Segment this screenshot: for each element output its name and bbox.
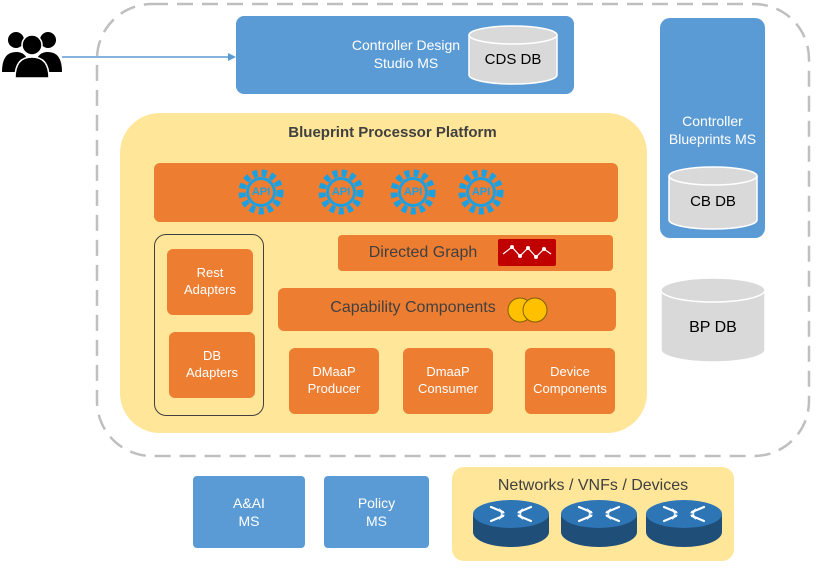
cds-ms-label: Controller Design Studio MS — [351, 36, 461, 71]
api-gear-label-3: API — [403, 186, 423, 198]
networks-label: Networks / VNFs / Devices — [497, 477, 689, 494]
blueprints-ms-box: Controller Blueprints MS CB DB — [660, 18, 765, 238]
api-gear-icon-4 — [458, 169, 504, 215]
dmaap-consumer-box: DmaaP Consumer — [403, 348, 493, 414]
db-adapters-box: DB Adapters — [169, 332, 255, 398]
device-components-box: Device Components — [525, 348, 615, 414]
router-icon-2 — [561, 500, 637, 547]
cb-db-label: CB DB — [690, 192, 736, 210]
aai-ms-box: A&AI MS — [193, 476, 305, 548]
cds-db-label: CDS DB — [484, 50, 542, 68]
cb-db-cylinder — [668, 166, 758, 230]
rest-adapters-box: Rest Adapters — [167, 249, 253, 315]
cds-db-cylinder — [468, 25, 558, 85]
policy-ms-box: Policy MS — [324, 476, 429, 548]
directed-graph-label: Directed Graph — [368, 244, 478, 261]
directed-graph-box: Directed Graph — [338, 235, 613, 271]
api-bar: API API API API — [154, 163, 618, 222]
api-gear-icon-1 — [238, 169, 284, 215]
user-arrow-head — [228, 53, 236, 61]
router-icon-3 — [646, 500, 722, 547]
api-gear-label-1: API — [251, 186, 271, 198]
api-gear-label-4: API — [471, 186, 491, 198]
users-icon — [2, 32, 62, 79]
capability-circles-icon — [507, 297, 548, 323]
capability-components-box: Capability Components — [278, 288, 616, 331]
api-gear-icon-2 — [318, 169, 364, 215]
dashed-boundary — [95, 2, 811, 458]
dmaap-producer-box: DMaaP Producer — [289, 348, 379, 414]
api-gear-label-2: API — [331, 186, 351, 198]
bp-db-label: BP DB — [689, 319, 737, 336]
networks-box: Networks / VNFs / Devices — [452, 467, 734, 561]
cds-ms-box: Controller Design Studio MS CDS DB — [236, 16, 574, 94]
adapters-group: Rest Adapters DB Adapters — [154, 234, 264, 416]
router-icon-1 — [473, 500, 549, 547]
capability-components-label: Capability Components — [330, 299, 496, 316]
blueprint-processor-platform: Blueprint Processor Platform API API API… — [120, 113, 647, 433]
platform-title: Blueprint Processor Platform — [288, 123, 497, 141]
bp-db-cylinder — [660, 278, 766, 363]
graph-icon — [498, 239, 556, 266]
blueprints-ms-label: Controller Blueprints MS — [668, 112, 757, 147]
api-gear-icon-3 — [390, 169, 436, 215]
